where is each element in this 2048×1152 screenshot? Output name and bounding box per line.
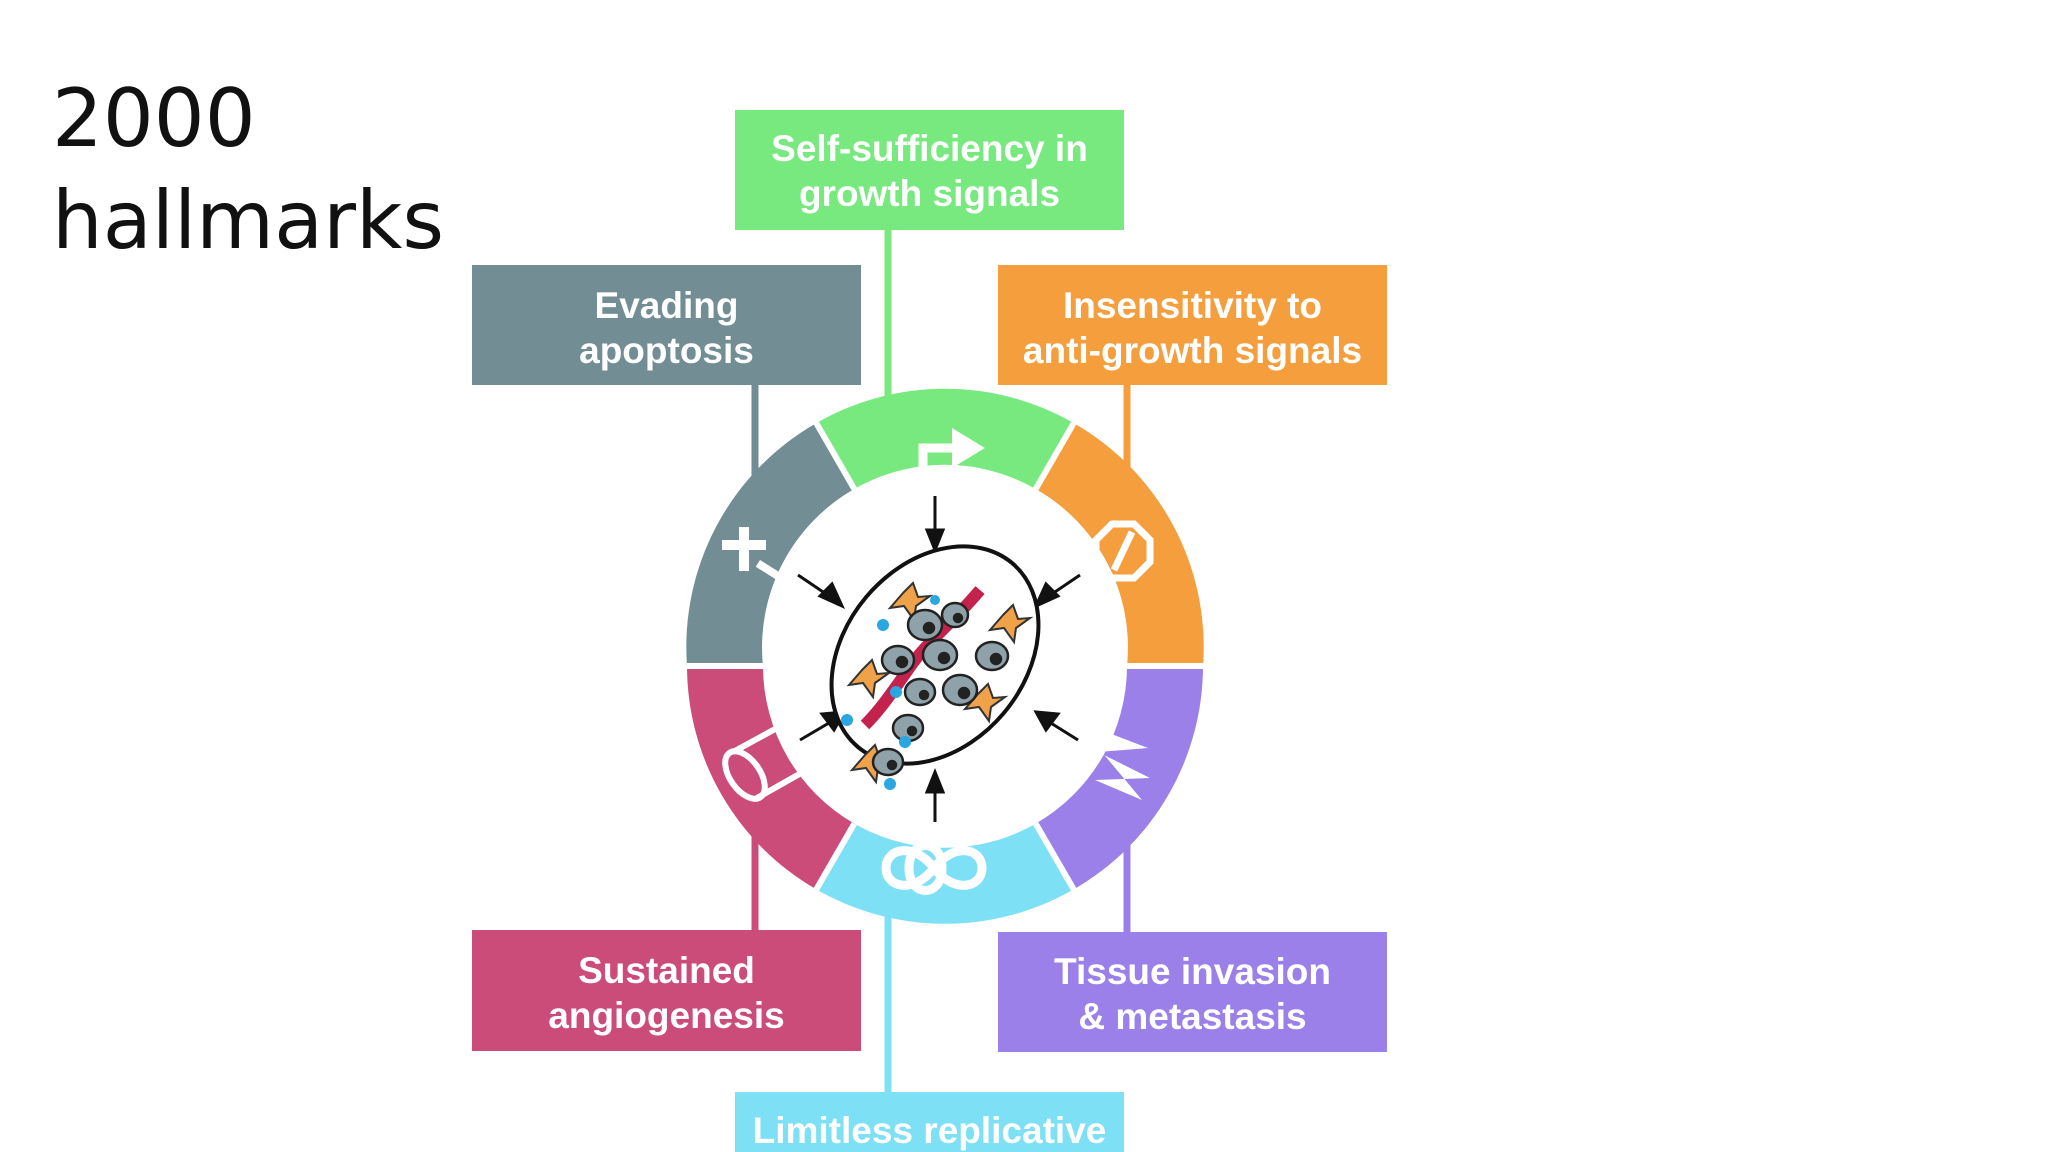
box-growth-line1: Self-sufficiency in (771, 128, 1088, 169)
ring-segment-growth (816, 388, 1074, 489)
jagged-invasion-icon (1075, 720, 1150, 800)
box-invasion-line1: Tissue invasion (1054, 951, 1331, 992)
box-invasion: Tissue invasion & metastasis (998, 932, 1387, 1052)
stop-sign-icon (1069, 520, 1154, 600)
slide-title-line1: 2000 (52, 72, 256, 165)
ring-segment-apoptosis (686, 423, 855, 666)
infinity-icon (881, 841, 987, 895)
slide-title: 2000 hallmarks (52, 68, 444, 272)
cross-icon (722, 527, 794, 588)
box-anti-growth: Insensitivity to anti-growth signals (998, 265, 1387, 385)
box-replicative: Limitless replicative (735, 1092, 1124, 1152)
box-anti-growth-line1: Insensitivity to (1063, 285, 1322, 326)
hallmark-ring (686, 388, 1204, 924)
box-growth: Self-sufficiency in growth signals (735, 110, 1124, 230)
tumor-cells-icon (829, 544, 1041, 790)
box-angiogenesis-line2: angiogenesis (548, 995, 784, 1036)
box-growth-line2: growth signals (799, 173, 1060, 214)
box-apoptosis: Evading apoptosis (472, 265, 861, 385)
box-invasion-line2: & metastasis (1078, 996, 1306, 1037)
box-angiogenesis: Sustained angiogenesis (472, 930, 861, 1051)
box-replicative-line1: Limitless replicative (753, 1110, 1107, 1151)
bent-arrow-icon (918, 428, 985, 495)
box-angiogenesis-line1: Sustained (578, 950, 755, 991)
box-apoptosis-line2: apoptosis (579, 330, 754, 371)
ring-segment-invasion (1035, 666, 1203, 890)
blood-vessel-icon (722, 719, 812, 802)
box-anti-growth-line2: anti-growth signals (1023, 330, 1362, 371)
box-apoptosis-line1: Evading (595, 285, 739, 326)
inward-arrows (797, 496, 1081, 822)
ring-segment-angiogenesis (687, 666, 855, 890)
ring-segment-anti-growth (1035, 423, 1204, 666)
slide-title-line2: hallmarks (52, 174, 445, 267)
